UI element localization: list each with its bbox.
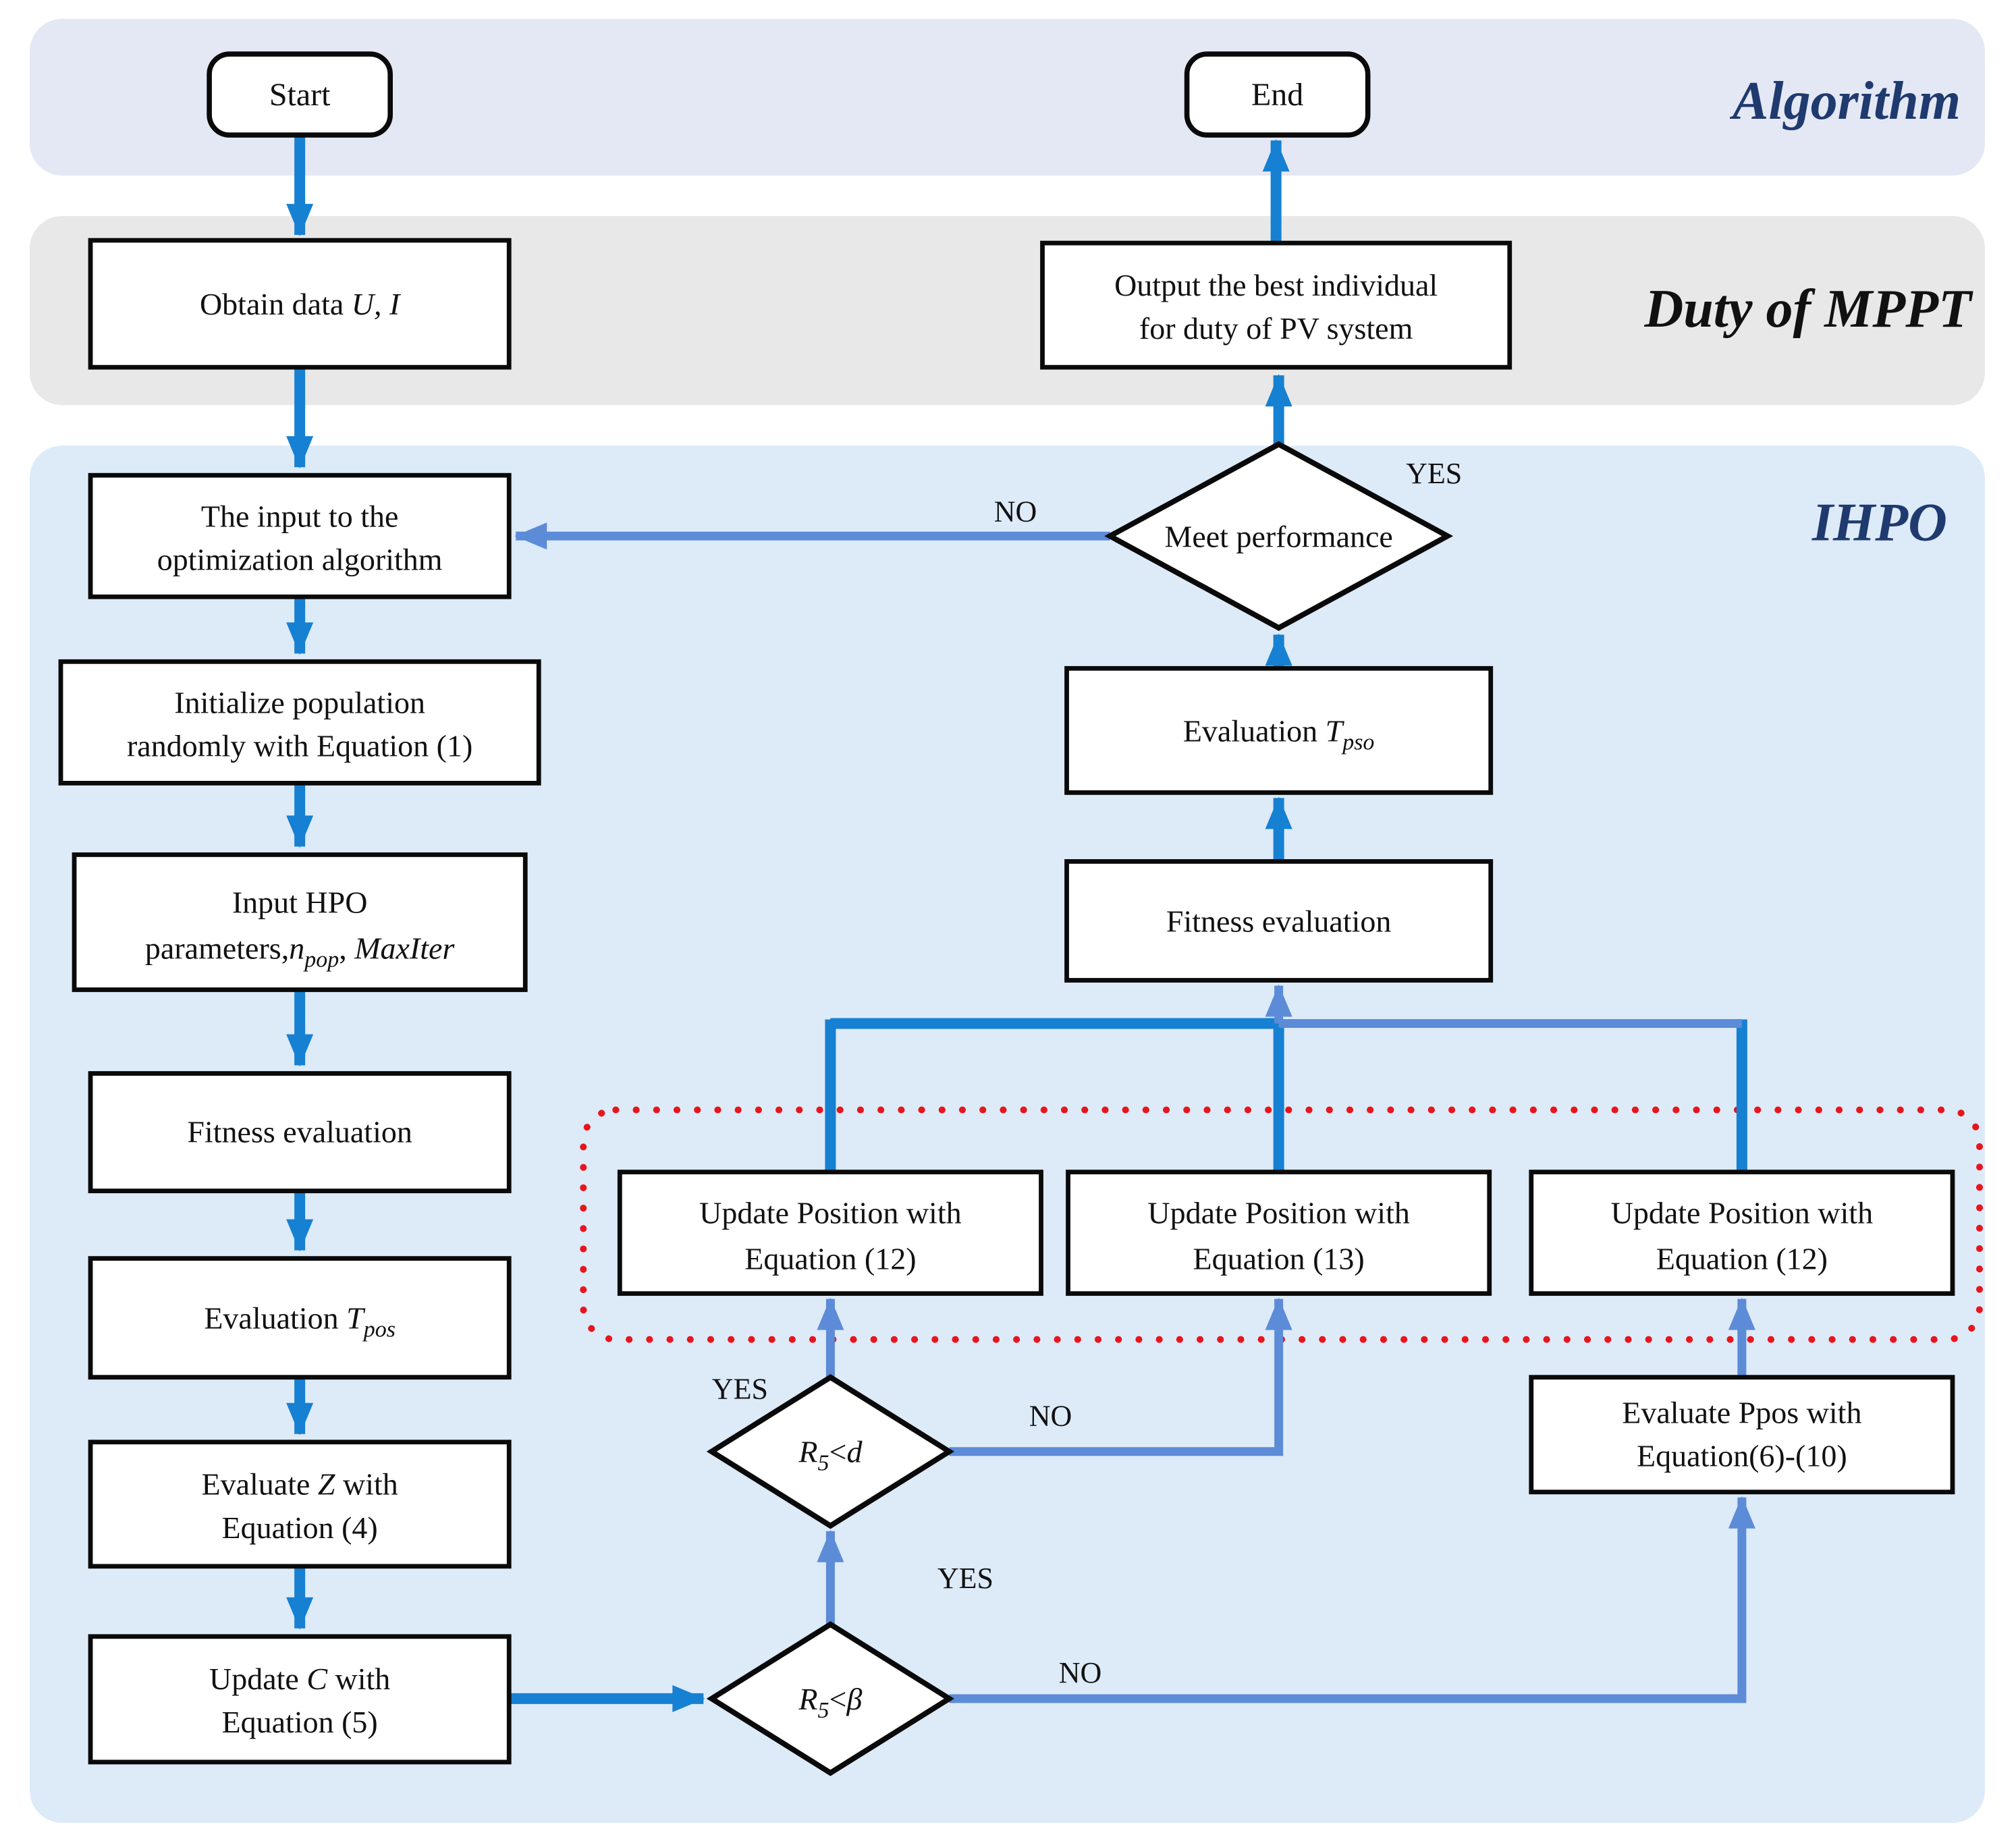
node-obtain-data [88, 238, 512, 370]
node-update-c-line1: Update C with [209, 1662, 390, 1696]
node-fitness-right-label: Fitness evaluation [1166, 904, 1391, 938]
node-update-left-line2: Equation (12) [744, 1242, 916, 1276]
node-evaluate-ppos-line1: Evaluate Ppos with [1622, 1396, 1861, 1430]
node-update-position-left [617, 1170, 1043, 1296]
node-evaluation-tpso [1064, 665, 1494, 795]
node-input-hpo-parameters [72, 852, 528, 992]
edge-r5beta-no-ppos [949, 1496, 1755, 1703]
label-duty-of-mppt: Duty of MPPT [1643, 279, 1973, 339]
node-update-position-right [1529, 1170, 1955, 1296]
node-initialize-population [58, 659, 541, 786]
node-evaluation-tpos-label: Evaluation Tpos [204, 1301, 396, 1342]
node-update-position-middle [1066, 1170, 1492, 1296]
node-meet-performance [1104, 441, 1454, 631]
node-evaluate-ppos-line2: Equation(6)-(10) [1637, 1439, 1847, 1473]
node-fitness-evaluation-left [88, 1071, 512, 1193]
node-evaluation-tpos [88, 1256, 512, 1380]
node-output-best-line2: for duty of PV system [1139, 311, 1413, 346]
node-start-label: Start [269, 77, 331, 113]
node-output-best-line1: Output the best individual [1114, 268, 1438, 302]
node-update-c-line2: Equation (5) [222, 1705, 378, 1739]
node-output-best [1040, 240, 1513, 370]
node-input-optimization [88, 472, 512, 599]
node-update-right-line1: Update Position with [1611, 1196, 1873, 1230]
node-update-right-line2: Equation (12) [1656, 1242, 1828, 1276]
label-algorithm: Algorithm [1729, 72, 1961, 131]
node-end [1184, 51, 1371, 138]
node-evaluate-z [88, 1440, 512, 1569]
node-update-mid-line2: Equation (13) [1193, 1242, 1365, 1276]
label-r5d-yes: YES [712, 1373, 768, 1406]
node-fitness-left-label: Fitness evaluation [187, 1115, 412, 1149]
label-r5d-no: NO [1029, 1400, 1072, 1433]
node-fitness-evaluation-right [1064, 859, 1494, 983]
node-r5-less-d-label: R5<d [798, 1435, 863, 1476]
node-update-c [88, 1634, 512, 1765]
band-ihpo [30, 445, 1985, 1823]
node-obtain-data-label: Obtain data U, I [200, 287, 402, 321]
edge-r5d-no-updatemid [949, 1297, 1292, 1456]
node-input-optimization-line1: The input to the [201, 499, 399, 533]
node-initialize-population-line1: Initialize population [174, 685, 425, 719]
label-meet-no: NO [994, 495, 1037, 528]
node-input-optimization-line2: optimization algorithm [157, 542, 443, 576]
node-r5-less-beta-label: R5<β [798, 1682, 862, 1723]
node-end-label: End [1251, 77, 1303, 113]
label-meet-yes: YES [1406, 457, 1462, 490]
node-update-left-line1: Update Position with [699, 1196, 961, 1230]
label-ihpo: IHPO [1811, 493, 1947, 552]
node-r5-less-d [706, 1373, 955, 1529]
band-algorithm [30, 19, 1985, 176]
node-evaluate-z-line2: Equation (4) [222, 1510, 378, 1545]
node-meet-performance-label: Meet performance [1164, 519, 1392, 553]
node-initialize-population-line2: randomly with Equation (1) [127, 728, 472, 763]
label-r5b-yes: YES [937, 1562, 993, 1595]
node-input-hpo-line1: Input HPO [232, 885, 368, 919]
node-r5-less-beta [706, 1621, 955, 1776]
node-input-hpo-line2: parameters,npop, MaxIter [145, 931, 456, 972]
label-r5b-no: NO [1059, 1656, 1102, 1689]
node-start [207, 51, 393, 138]
node-evaluate-z-line1: Evaluate Z with [202, 1467, 398, 1502]
node-evaluation-tpso-label: Evaluation Tpso [1183, 713, 1375, 755]
node-update-mid-line1: Update Position with [1147, 1196, 1409, 1230]
node-evaluate-ppos [1529, 1375, 1955, 1495]
